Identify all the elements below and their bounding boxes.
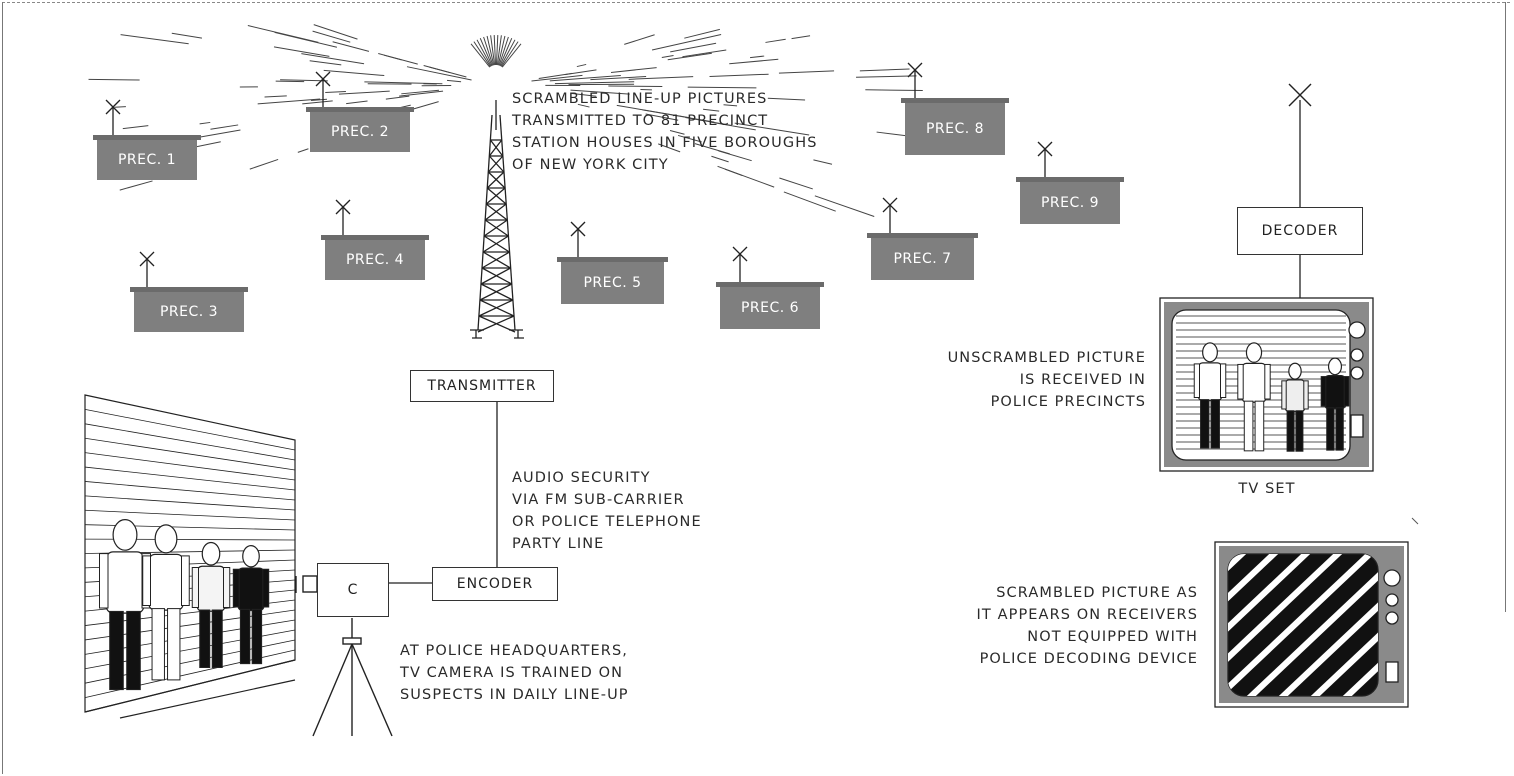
broadcast-ray — [339, 91, 390, 94]
broadcast-ray — [407, 67, 472, 80]
tv-set-unscrambled — [1160, 298, 1373, 471]
broadcast-ray — [784, 192, 836, 211]
scramble-band — [1488, 540, 1514, 710]
decoder-box: DECODER — [1237, 207, 1363, 255]
broadcast-ray — [120, 181, 153, 190]
broadcast-ray — [779, 71, 834, 73]
precinct-3: PREC. 3 — [134, 292, 244, 332]
scramble-band — [1392, 540, 1514, 710]
broadcast-ray — [313, 31, 351, 42]
broadcast-ray — [333, 42, 369, 52]
tower-brace — [488, 156, 503, 172]
broadcast-ray — [302, 101, 332, 104]
tower-brace — [487, 172, 504, 188]
broadcast-ray — [710, 74, 769, 76]
tower-brace — [489, 140, 501, 156]
broadcast-ray — [860, 69, 910, 71]
broadcast-ray — [89, 79, 140, 80]
scrambled-lineup-label: SCRAMBLED LINE-UP PICTURES TRANSMITTED T… — [512, 88, 818, 176]
precinct-8: PREC. 8 — [905, 103, 1005, 155]
camera-body: C — [317, 563, 389, 617]
broadcast-ray — [121, 35, 189, 44]
broadcast-ray — [193, 142, 220, 148]
encoder-box: ENCODER — [432, 567, 558, 601]
precinct-5: PREC. 5 — [561, 262, 664, 304]
scramble-band — [1456, 540, 1514, 710]
precinct-1: PREC. 1 — [97, 140, 197, 180]
broadcast-ray — [386, 96, 409, 99]
broadcast-ray — [729, 59, 778, 63]
broadcast-ray — [565, 70, 597, 75]
broadcast-ray — [815, 196, 874, 217]
broadcast-ray — [652, 34, 721, 49]
broadcast-ray — [555, 82, 634, 84]
broadcast-ray — [200, 122, 211, 123]
scramble-band — [1424, 540, 1514, 710]
broadcast-ray — [314, 25, 358, 39]
tower-brace — [490, 140, 502, 156]
broadcast-ray — [210, 125, 238, 129]
transmitter-box: TRANSMITTER — [410, 370, 554, 402]
broadcast-ray — [684, 29, 720, 38]
broadcast-ray — [301, 54, 364, 64]
broadcast-ray — [346, 101, 367, 104]
broadcast-ray — [765, 39, 785, 42]
broadcast-ray — [502, 42, 519, 67]
audio-security-label: AUDIO SECURITY VIA FM SUB-CARRIER OR POL… — [512, 467, 702, 555]
headquarters-label: AT POLICE HEADQUARTERS, TV CAMERA IS TRA… — [400, 640, 629, 706]
precinct-9: PREC. 9 — [1020, 182, 1120, 224]
broadcast-ray — [624, 35, 654, 45]
broadcast-ray — [682, 50, 726, 57]
broadcast-ray — [298, 149, 309, 153]
precinct-6: PREC. 6 — [720, 287, 820, 329]
unscrambled-label: UNSCRAMBLED PICTURE IS RECEIVED IN POLIC… — [918, 347, 1146, 413]
broadcast-ray — [779, 178, 812, 189]
broadcast-ray — [274, 47, 329, 57]
broadcast-ray — [115, 107, 126, 108]
broadcast-ray — [856, 76, 916, 77]
precinct-4: PREC. 4 — [325, 240, 425, 280]
scrambled-receivers-label: SCRAMBLED PICTURE AS IT APPEARS ON RECEI… — [938, 582, 1198, 670]
broadcast-ray — [447, 80, 461, 81]
precinct-7: PREC. 7 — [871, 238, 974, 280]
broadcast-ray — [792, 36, 810, 39]
broadcast-ray — [250, 159, 278, 169]
precinct-2: PREC. 2 — [310, 112, 410, 152]
tower-brace — [488, 172, 505, 188]
broadcast-ray — [123, 126, 149, 129]
tower-brace — [489, 156, 504, 172]
tv-set-label: TV SET — [1220, 478, 1314, 500]
broadcast-ray — [668, 53, 712, 60]
broadcast-ray — [577, 64, 586, 66]
broadcast-ray — [172, 33, 202, 38]
corner-marks — [1412, 518, 1418, 524]
broadcast-ray — [662, 56, 674, 58]
broadcast-ray — [324, 70, 385, 75]
broadcast-ray — [611, 68, 657, 73]
broadcast-ray — [310, 61, 342, 65]
broadcast-ray — [265, 96, 287, 97]
broadcast-ray — [325, 92, 346, 93]
broadcast-ray — [865, 90, 922, 91]
broadcast-ray — [474, 42, 491, 67]
broadcast-ray — [750, 56, 764, 58]
broadcast-ray — [275, 32, 337, 47]
broadcast-ray — [384, 55, 401, 60]
